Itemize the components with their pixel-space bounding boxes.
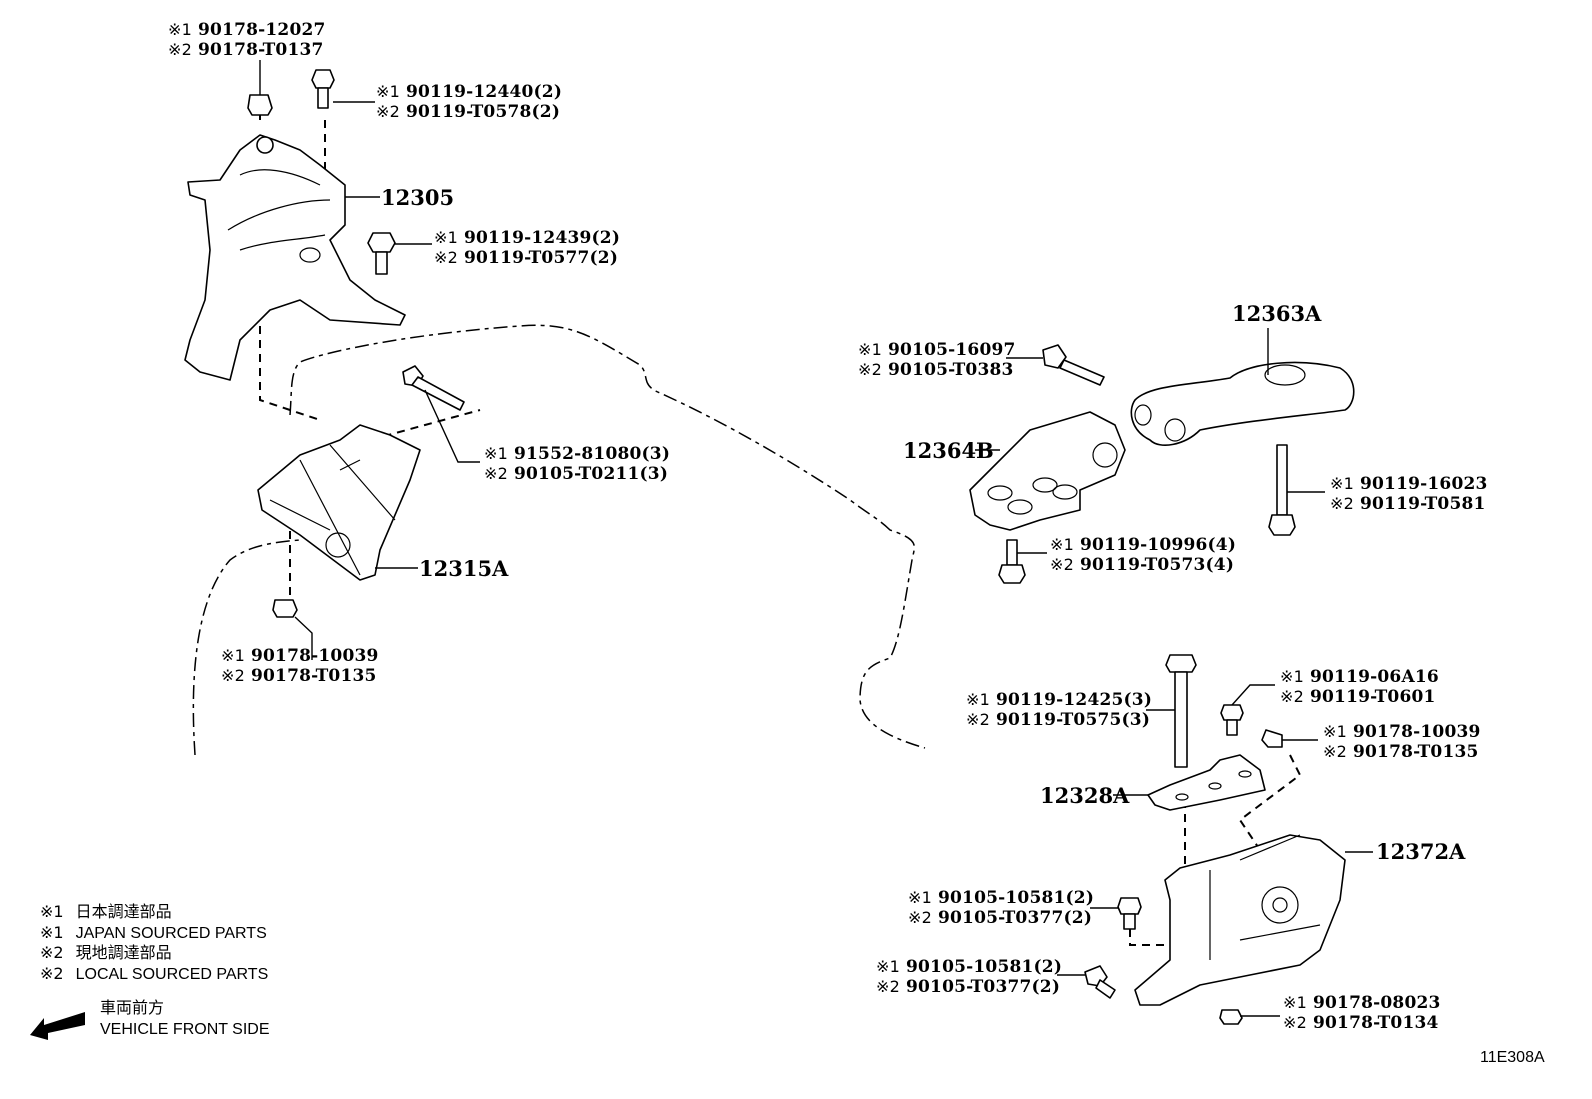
bolt-rear-bracket-drawing bbox=[998, 539, 1026, 584]
part-12364B-drawing[interactable] bbox=[969, 411, 1126, 531]
part-12363A-drawing[interactable] bbox=[1130, 361, 1355, 446]
part-12315A-drawing[interactable] bbox=[257, 424, 421, 581]
part-ref-12363A[interactable]: 12363A bbox=[1232, 301, 1322, 326]
bolt-12305-drawing bbox=[367, 232, 396, 275]
vehicle-front-jp: 車両前方 bbox=[100, 1000, 165, 1017]
part-12305-drawing[interactable] bbox=[184, 134, 406, 381]
bolt-plate-small-drawing bbox=[1220, 704, 1244, 736]
nut-top-drawing bbox=[247, 94, 273, 116]
bolt-top-drawing bbox=[311, 69, 335, 109]
bolt-rear-long-drawing bbox=[1268, 444, 1296, 536]
vehicle-front-en: VEHICLE FRONT SIDE bbox=[100, 1021, 270, 1038]
nut-plate-drawing bbox=[1261, 729, 1283, 748]
part-ref-12364B[interactable]: 12364B bbox=[903, 438, 994, 463]
assembly-line bbox=[1238, 754, 1302, 851]
part-12328A-drawing[interactable] bbox=[1147, 754, 1266, 811]
part-ref-12328A[interactable]: 12328A bbox=[1040, 783, 1130, 808]
part-ref-12305[interactable]: 12305 bbox=[381, 185, 455, 210]
part-ref-12372A[interactable]: 12372A bbox=[1376, 839, 1466, 864]
engine-outline bbox=[192, 324, 926, 756]
nut-front-bottom-drawing bbox=[272, 599, 298, 618]
part-ref-12315A[interactable]: 12315A bbox=[419, 556, 509, 581]
arrow-left-icon bbox=[30, 1012, 85, 1040]
assembly-line bbox=[1129, 915, 1175, 946]
nut-bottom-drawing bbox=[1219, 1009, 1243, 1025]
bolt-side-a-drawing bbox=[1117, 897, 1142, 930]
bolt-long-front-drawing bbox=[402, 365, 465, 411]
vehicle-front-label: 車両前方 VEHICLE FRONT SIDE bbox=[100, 998, 270, 1040]
leader-lines bbox=[259, 60, 1373, 1017]
diagram-id: 11E308A bbox=[1480, 1049, 1545, 1066]
bolt-plate-long-drawing bbox=[1165, 654, 1197, 768]
bolt-side-b-drawing bbox=[1084, 965, 1116, 999]
part-12372A-drawing[interactable] bbox=[1134, 834, 1346, 1006]
bolt-rear-upper-drawing bbox=[1042, 344, 1105, 386]
